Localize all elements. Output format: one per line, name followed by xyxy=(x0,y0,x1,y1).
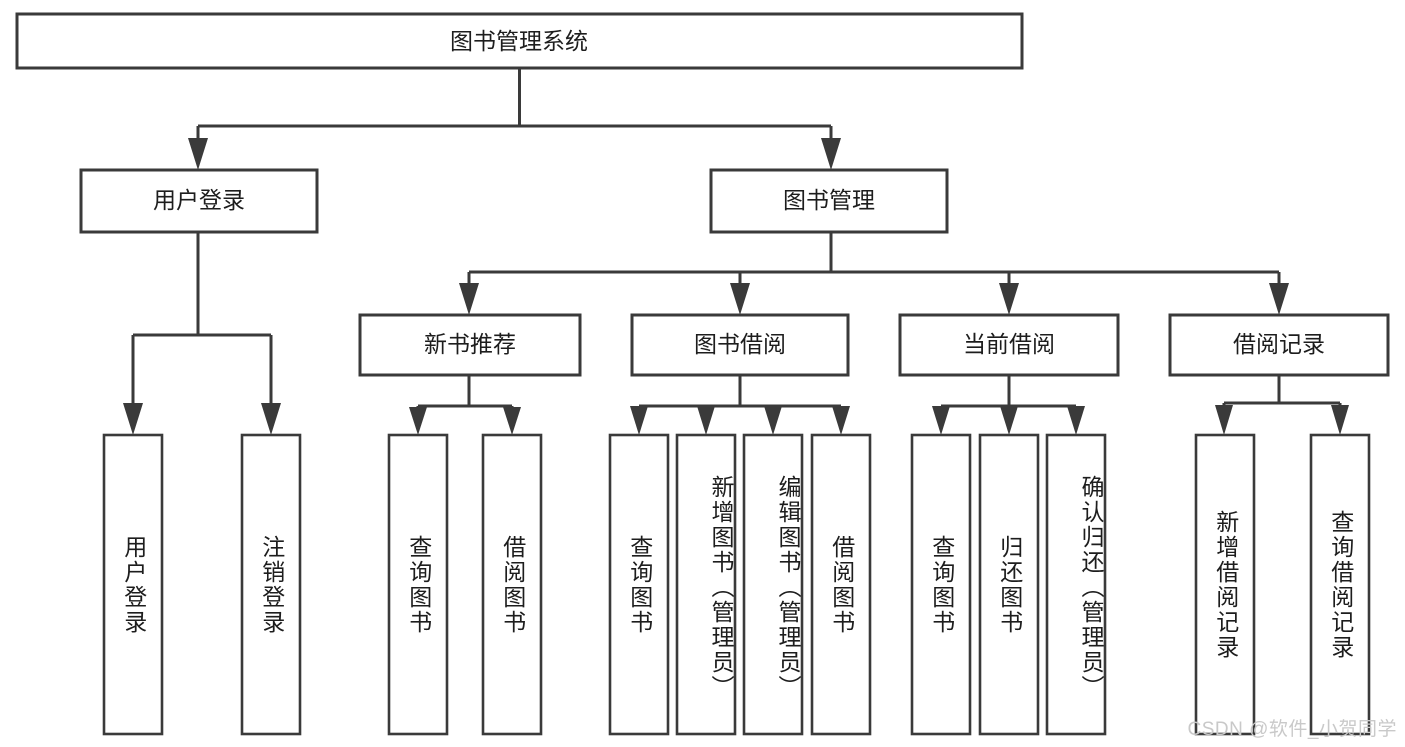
node-box-leaf-user-login[interactable] xyxy=(102,433,164,736)
arrow-to-borrow-record xyxy=(1269,283,1289,315)
label-user-login: 用户登录 xyxy=(153,187,245,213)
node-box-leaf-query-record[interactable] xyxy=(1309,433,1371,736)
arrow-to-leaf-borrow-book-1 xyxy=(503,407,521,435)
watermark-text: CSDN @软件_小贺同学 xyxy=(1187,719,1397,740)
label-root: 图书管理系统 xyxy=(450,28,588,54)
arrow-to-current-borrow xyxy=(999,283,1019,315)
arrow-to-leaf-user-logout xyxy=(261,403,281,435)
node-box-leaf-user-logout[interactable] xyxy=(240,433,302,736)
arrow-to-new-book-rec xyxy=(459,283,479,315)
arrow-to-leaf-edit-book xyxy=(764,406,782,435)
node-box-leaf-query-book-2[interactable] xyxy=(608,433,670,736)
arrow-to-leaf-user-login xyxy=(123,403,143,435)
arrow-to-leaf-query-book-2 xyxy=(630,406,648,435)
node-box-leaf-query-book-3[interactable] xyxy=(910,433,972,736)
node-box-root[interactable] xyxy=(15,12,1024,70)
arrow-to-leaf-query-book-1 xyxy=(409,407,427,435)
arrow-to-leaf-add-book xyxy=(697,406,715,435)
label-current-borrow: 当前借阅 xyxy=(963,331,1055,357)
node-box-leaf-query-book-1[interactable] xyxy=(387,433,449,736)
node-box-new-book-rec[interactable] xyxy=(358,313,582,377)
node-box-leaf-confirm-return[interactable] xyxy=(1045,433,1107,736)
arrow-root-to-book-manage xyxy=(821,138,841,170)
node-box-borrow-record[interactable] xyxy=(1168,313,1390,377)
node-box-book-borrow[interactable] xyxy=(630,313,850,377)
node-box-leaf-edit-book[interactable] xyxy=(742,433,804,736)
node-label-group: 图书管理系统 用户登录 图书管理 新书推荐 图书借阅 当前借阅 借阅记录 xyxy=(153,28,1325,357)
label-borrow-record: 借阅记录 xyxy=(1233,331,1325,357)
connector-group xyxy=(123,68,1349,435)
node-box-current-borrow[interactable] xyxy=(898,313,1120,377)
node-box-leaf-borrow-book-1[interactable] xyxy=(481,433,543,736)
arrow-to-leaf-return-book xyxy=(1000,406,1018,435)
arrow-to-leaf-query-book-3 xyxy=(932,406,950,435)
node-box-leaf-return-book[interactable] xyxy=(978,433,1040,736)
arrow-to-leaf-query-record xyxy=(1331,405,1349,435)
node-box-leaf-add-record[interactable] xyxy=(1194,433,1256,736)
node-box-book-manage[interactable] xyxy=(709,168,949,234)
label-new-book-rec: 新书推荐 xyxy=(424,331,516,357)
arrow-root-to-user-login xyxy=(188,138,208,170)
node-box-leaf-borrow-book-2[interactable] xyxy=(810,433,872,736)
node-box-leaf-add-book[interactable] xyxy=(675,433,737,736)
node-box-user-login[interactable] xyxy=(79,168,319,234)
label-book-borrow: 图书借阅 xyxy=(694,331,786,357)
node-box-group xyxy=(15,12,1390,736)
arrow-to-book-borrow xyxy=(730,283,750,315)
arrow-to-leaf-confirm-return xyxy=(1067,406,1085,435)
arrow-to-leaf-add-record xyxy=(1215,405,1233,435)
arrow-to-leaf-borrow-book-2 xyxy=(832,406,850,435)
label-book-manage: 图书管理 xyxy=(783,187,875,213)
